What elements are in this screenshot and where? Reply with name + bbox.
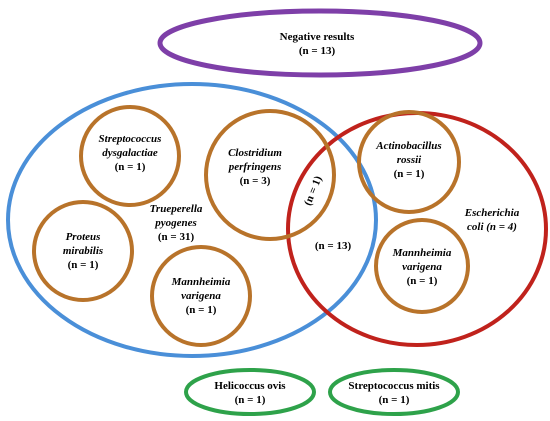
overlap-count: (n = 13)	[315, 240, 352, 252]
negative-results-title: Negative results	[280, 31, 355, 43]
mannheimia-varigena-left-label-2: varigena	[181, 290, 221, 302]
proteus-mirabilis-count: (n = 1)	[68, 259, 99, 271]
proteus-mirabilis-label-2: mirabilis	[63, 245, 103, 257]
escherichia-coli-label-1: Escherichia	[464, 207, 520, 219]
mannheimia-varigena-left-circle	[150, 245, 252, 347]
negative-results-count: (n = 13)	[299, 45, 336, 57]
streptococcus-mitis-count: (n = 1)	[379, 394, 410, 406]
negative-results-ellipse	[157, 8, 483, 78]
actinobacillus-rossii-label-2: rossii	[397, 154, 422, 166]
clostridium-perfringens-label-1: Clostridium	[228, 147, 282, 159]
trueperella-pyogenes-label-1: Trueperella	[150, 203, 203, 215]
clostridium-perfringens-label-2: perfringens	[228, 161, 282, 173]
trueperella-pyogenes-label-2: pyogenes	[154, 217, 197, 229]
proteus-mirabilis-circle	[32, 200, 134, 302]
streptococcus-mitis-title: Streptococcus mitis	[348, 380, 440, 392]
mannheimia-varigena-right-label-1: Mannheimia	[392, 247, 452, 259]
helicoccus-ovis-title: Helicoccus ovis	[214, 380, 286, 392]
trueperella-pyogenes-count: (n = 31)	[158, 231, 195, 243]
mannheimia-varigena-right-label-2: varigena	[402, 261, 442, 273]
mannheimia-varigena-left-label-1: Mannheimia	[171, 276, 231, 288]
mannheimia-varigena-right-circle	[374, 218, 470, 314]
mannheimia-varigena-right-count: (n = 1)	[407, 275, 438, 287]
streptococcus-dysgalactiae-circle	[79, 105, 181, 207]
actinobacillus-rossii-label-1: Actinobacillus	[375, 140, 441, 152]
proteus-mirabilis-label-1: Proteus	[66, 231, 101, 243]
clostridium-overlap-count: (n = 1)	[302, 174, 325, 207]
streptococcus-dysgalactiae-label-2: dysgalactiae	[102, 147, 158, 159]
actinobacillus-rossii-count: (n = 1)	[394, 168, 425, 180]
helicoccus-ovis-count: (n = 1)	[235, 394, 266, 406]
helicoccus-ovis-ellipse	[184, 368, 316, 416]
escherichia-coli-label-2: coli (n = 4)	[467, 221, 517, 233]
streptococcus-dysgalactiae-label-1: Streptococcus	[99, 133, 162, 145]
mannheimia-varigena-left-count: (n = 1)	[186, 304, 217, 316]
clostridium-perfringens-circle	[204, 109, 336, 241]
actinobacillus-rossii-circle	[357, 110, 461, 214]
clostridium-perfringens-count: (n = 3)	[240, 175, 271, 187]
trueperella-pyogenes-ellipse	[6, 82, 378, 358]
streptococcus-mitis-ellipse	[328, 368, 460, 416]
streptococcus-dysgalactiae-count: (n = 1)	[115, 161, 146, 173]
